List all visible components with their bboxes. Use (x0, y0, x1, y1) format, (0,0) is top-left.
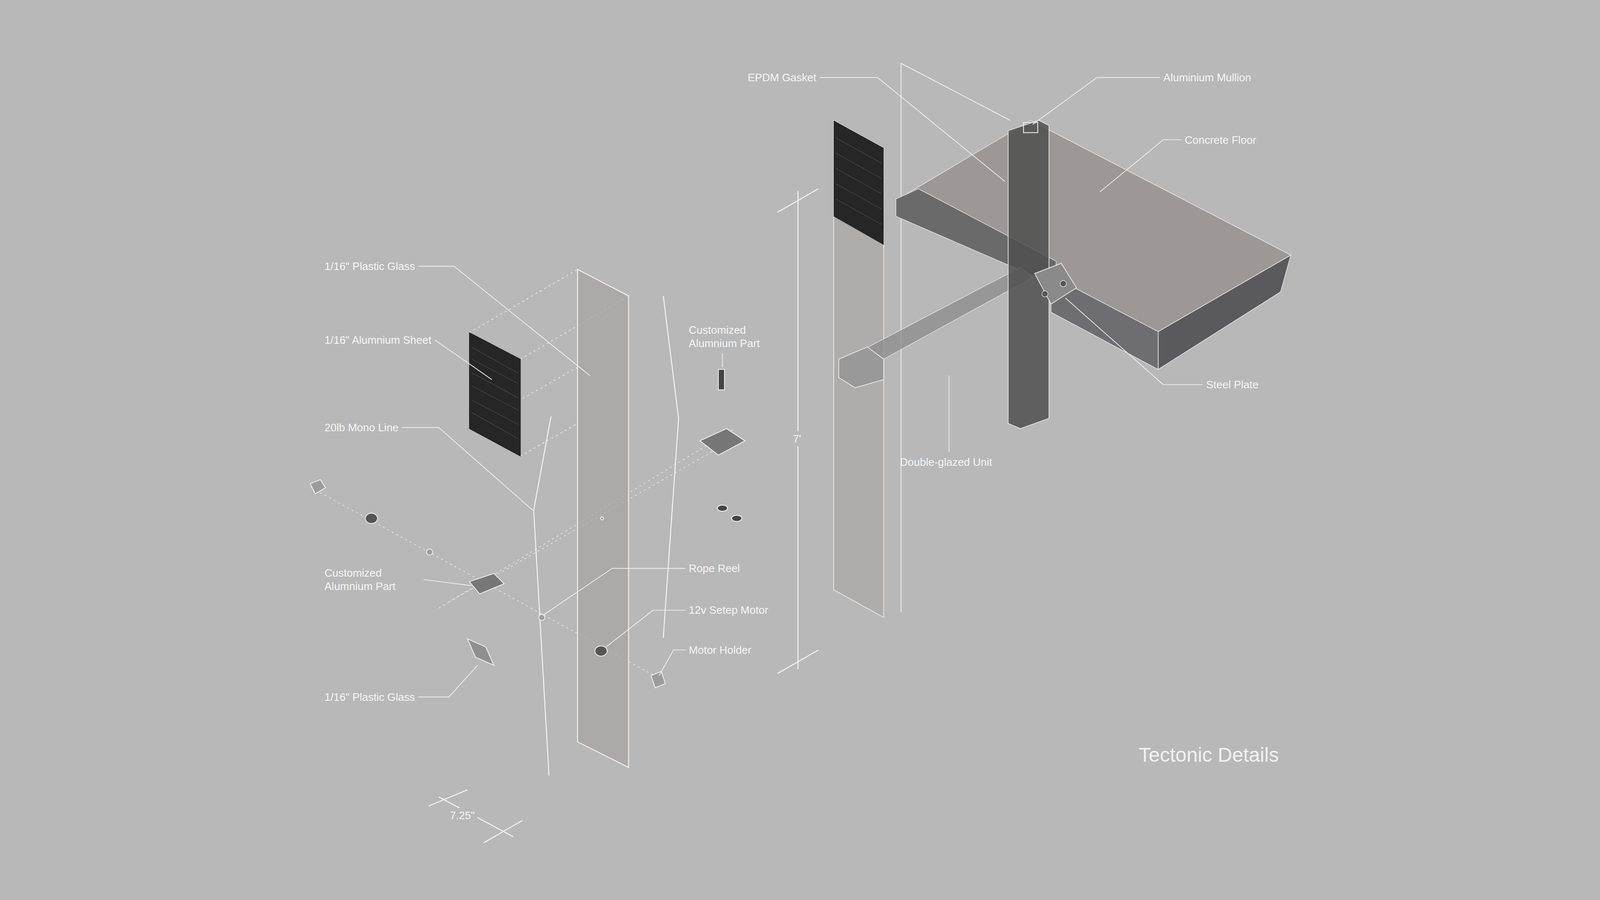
leader-line (423, 579, 472, 586)
leader-line (819, 77, 1005, 182)
part-label: Rope Reel (688, 561, 740, 575)
leader-line (948, 375, 950, 453)
leader-line (659, 650, 686, 676)
leader-line (402, 427, 533, 510)
part-label: EPDM Gasket (747, 70, 817, 85)
part-label: Concrete Floor (1184, 133, 1257, 147)
leader-line (542, 568, 686, 616)
leader-line (434, 339, 492, 380)
part-label: Aluminium Mullion (1163, 70, 1252, 85)
material-label: 1/16" Plastic Glass (324, 259, 415, 273)
material-label: 1/16" Plastic Glass (324, 690, 415, 704)
part-label: Double-glazed Unit (900, 455, 993, 469)
dimension-label: 7.25" (447, 807, 478, 823)
leader-line (606, 610, 686, 647)
drawing-title: Tectonic Details (1138, 743, 1279, 767)
leader-line (418, 266, 590, 376)
leader-line (1065, 297, 1203, 385)
leader-line (1100, 140, 1182, 193)
part-label: Motor Holder (688, 643, 752, 657)
part-label: 12v Setep Motor (688, 603, 769, 617)
leader-line (418, 665, 478, 698)
material-label: 20lb Mono Line (324, 420, 399, 435)
dimension-label: 7' (790, 431, 804, 447)
leader-line (722, 353, 723, 368)
leader-line (1032, 77, 1160, 125)
material-label: 1/16" Alumnium Sheet (324, 333, 432, 347)
part-label: Steel Plate (1206, 377, 1259, 392)
part-label: Customized Alumnium Part (324, 566, 421, 593)
part-label: Customized Alumnium Part (688, 323, 785, 350)
